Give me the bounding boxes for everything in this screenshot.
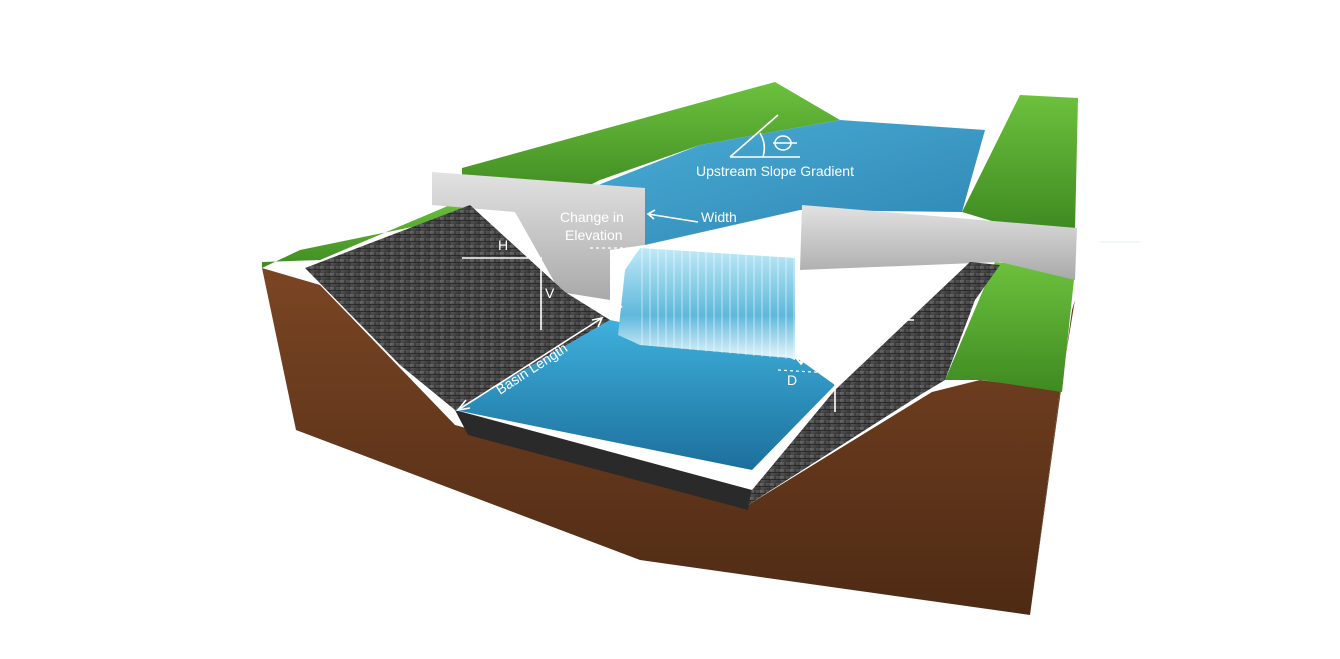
slope-gradient-icon	[729, 114, 800, 158]
basin-length-arrow	[456, 316, 604, 412]
basin-water	[455, 320, 835, 470]
label-upstream-slope-gradient: Upstream Slope Gradient	[696, 163, 854, 179]
width-of-weir-arrows	[646, 209, 797, 245]
weir-wall-left	[432, 172, 645, 300]
change-in-elevation-arrow	[590, 247, 640, 314]
grass-far-right-bank	[962, 95, 1078, 230]
label-change-in-elevation-1: Change in	[560, 209, 624, 225]
right-slope-hv-marker	[834, 319, 914, 412]
upstream-water	[560, 120, 985, 245]
label-h-left: H	[498, 237, 508, 253]
label-width-of-weir-2: of Weir	[700, 227, 744, 243]
left-slope-hv-marker	[462, 257, 542, 330]
label-d: D	[787, 372, 797, 388]
total-drop-arrow	[777, 270, 831, 374]
grass-right-lower	[945, 262, 1075, 392]
riprap-left-base	[455, 410, 752, 510]
riprap-left-slope	[305, 205, 610, 410]
label-total-drop-1: Total	[811, 271, 841, 287]
label-change-in-elevation-2: Elevation	[565, 227, 623, 243]
label-h-right: H	[873, 299, 883, 315]
weir-wall-right	[800, 205, 1077, 280]
riprap-right-slope	[748, 262, 1000, 505]
label-width-of-weir-1: Width	[701, 209, 737, 225]
label-v-right: V	[818, 343, 828, 359]
waterfall-streaks	[640, 248, 795, 360]
grass-far-bank	[462, 82, 840, 200]
label-total-drop-2: Drop	[811, 289, 842, 305]
grass-left-top	[262, 200, 470, 268]
soil-front-face	[262, 268, 1060, 615]
label-v-left: V	[545, 285, 555, 301]
